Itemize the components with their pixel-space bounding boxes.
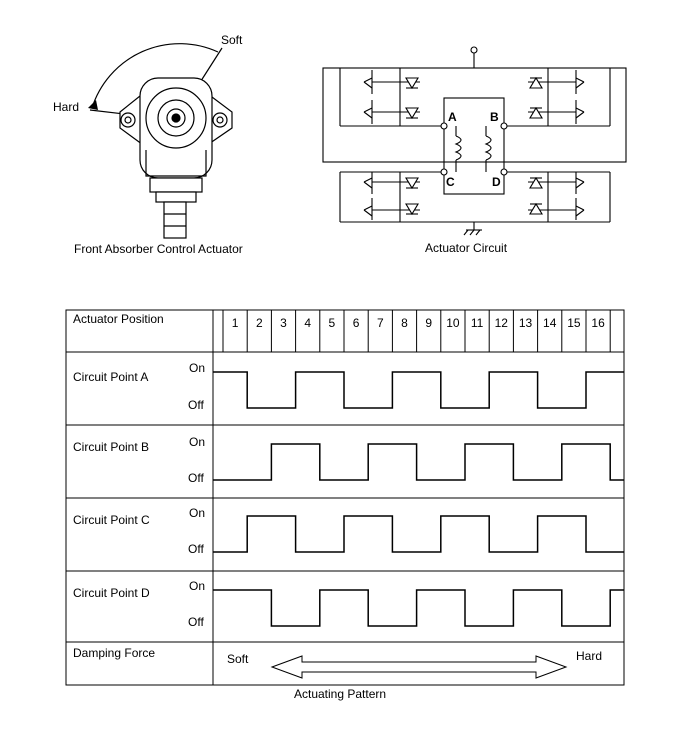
row-label-point-a: Circuit Point A — [73, 370, 148, 384]
waveform-point-c — [213, 515, 624, 553]
circuit-point-d-label: D — [492, 175, 501, 189]
position-label-14: 14 — [543, 316, 557, 330]
position-label-12: 12 — [495, 316, 509, 330]
position-header: Actuator Position — [73, 312, 164, 326]
actuator-soft-label: Soft — [221, 33, 243, 47]
waveform-point-b — [213, 443, 624, 481]
damping-soft-label: Soft — [227, 652, 249, 666]
position-label-5: 5 — [329, 316, 336, 330]
row-label-point-c: Circuit Point C — [73, 513, 150, 527]
on-label-b: On — [189, 435, 205, 449]
rotation-arc — [91, 43, 219, 109]
row-label-point-d: Circuit Point D — [73, 586, 150, 600]
position-label-6: 6 — [353, 316, 360, 330]
position-label-8: 8 — [401, 316, 408, 330]
position-label-7: 7 — [377, 316, 384, 330]
position-label-3: 3 — [280, 316, 287, 330]
off-label-a: Off — [188, 398, 204, 412]
row-label-point-b: Circuit Point B — [73, 440, 149, 454]
waveform-point-a — [213, 371, 624, 409]
switch-left-upper — [339, 68, 420, 126]
actuator-drawing — [88, 43, 233, 239]
position-label-13: 13 — [519, 316, 533, 330]
coil-right — [484, 135, 492, 161]
pattern-table — [65, 309, 625, 686]
circuit-caption: Actuator Circuit — [425, 241, 508, 255]
position-label-10: 10 — [446, 316, 460, 330]
coil-box — [443, 97, 505, 195]
on-label-d: On — [189, 579, 205, 593]
switch-right-upper — [528, 68, 611, 126]
actuator-caption: Front Absorber Control Actuator — [74, 242, 243, 256]
position-label-9: 9 — [425, 316, 432, 330]
on-label-c: On — [189, 506, 205, 520]
pattern-caption: Actuating Pattern — [294, 687, 386, 701]
on-label-a: On — [189, 361, 205, 375]
coil-left — [454, 135, 462, 161]
position-ticks — [222, 310, 611, 352]
actuator-hard-label: Hard — [53, 100, 79, 114]
left-bolt-hole — [120, 112, 136, 128]
damping-hard-label: Hard — [576, 649, 602, 663]
circuit-point-a-label: A — [448, 110, 457, 124]
off-label-d: Off — [188, 615, 204, 629]
off-label-b: Off — [188, 471, 204, 485]
switch-left-lower — [339, 172, 420, 222]
position-label-2: 2 — [256, 316, 263, 330]
position-label-15: 15 — [567, 316, 581, 330]
power-terminal — [470, 46, 478, 54]
position-label-1: 1 — [232, 316, 239, 330]
waveform-point-d — [213, 589, 624, 627]
circuit-point-c-label: C — [446, 175, 455, 189]
connector-base — [149, 177, 203, 193]
position-label-11: 11 — [471, 316, 484, 330]
right-bolt-hole — [212, 112, 228, 128]
actuator-shaft — [163, 201, 187, 239]
switch-right-lower — [528, 172, 611, 222]
actuator-circuit — [322, 46, 627, 236]
circuit-point-b-label: B — [490, 110, 499, 124]
off-label-c: Off — [188, 542, 204, 556]
position-label-16: 16 — [591, 316, 605, 330]
damping-double-arrow — [270, 655, 568, 679]
position-label-4: 4 — [304, 316, 311, 330]
damping-force-label: Damping Force — [73, 646, 155, 660]
arc-arrowhead-hard — [88, 100, 98, 110]
